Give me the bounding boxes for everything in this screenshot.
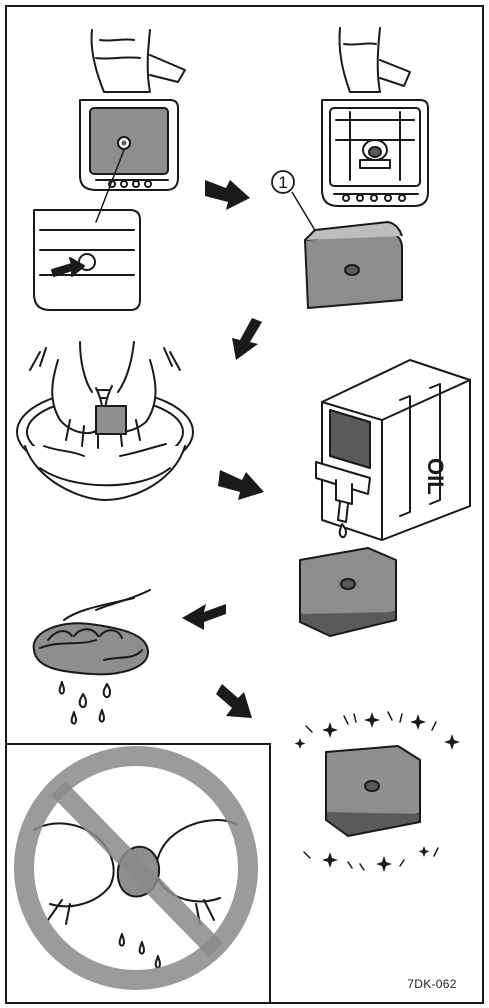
step-squeeze-excess — [34, 590, 150, 724]
arrow-5-icon — [216, 684, 252, 718]
step-filter-ready — [295, 712, 461, 872]
prohibited-panel — [6, 744, 270, 1003]
step-remove-filter-element — [34, 30, 185, 310]
arrow-4-icon — [182, 604, 226, 630]
step-apply-oil — [316, 360, 470, 540]
oil-can-label: OIL — [423, 458, 448, 495]
callout-1: 1 — [272, 171, 316, 232]
figure-code: 7DK-062 — [407, 977, 456, 991]
filter-element-1 — [305, 222, 402, 308]
step-filter-element-removed — [322, 28, 428, 206]
filter-element-2 — [300, 548, 396, 636]
arrow-1-icon — [205, 180, 250, 210]
arrow-2-icon — [232, 318, 262, 360]
arrow-3-icon — [218, 470, 264, 500]
step-wash-in-solvent — [17, 342, 193, 500]
callout-number: 1 — [278, 173, 287, 192]
